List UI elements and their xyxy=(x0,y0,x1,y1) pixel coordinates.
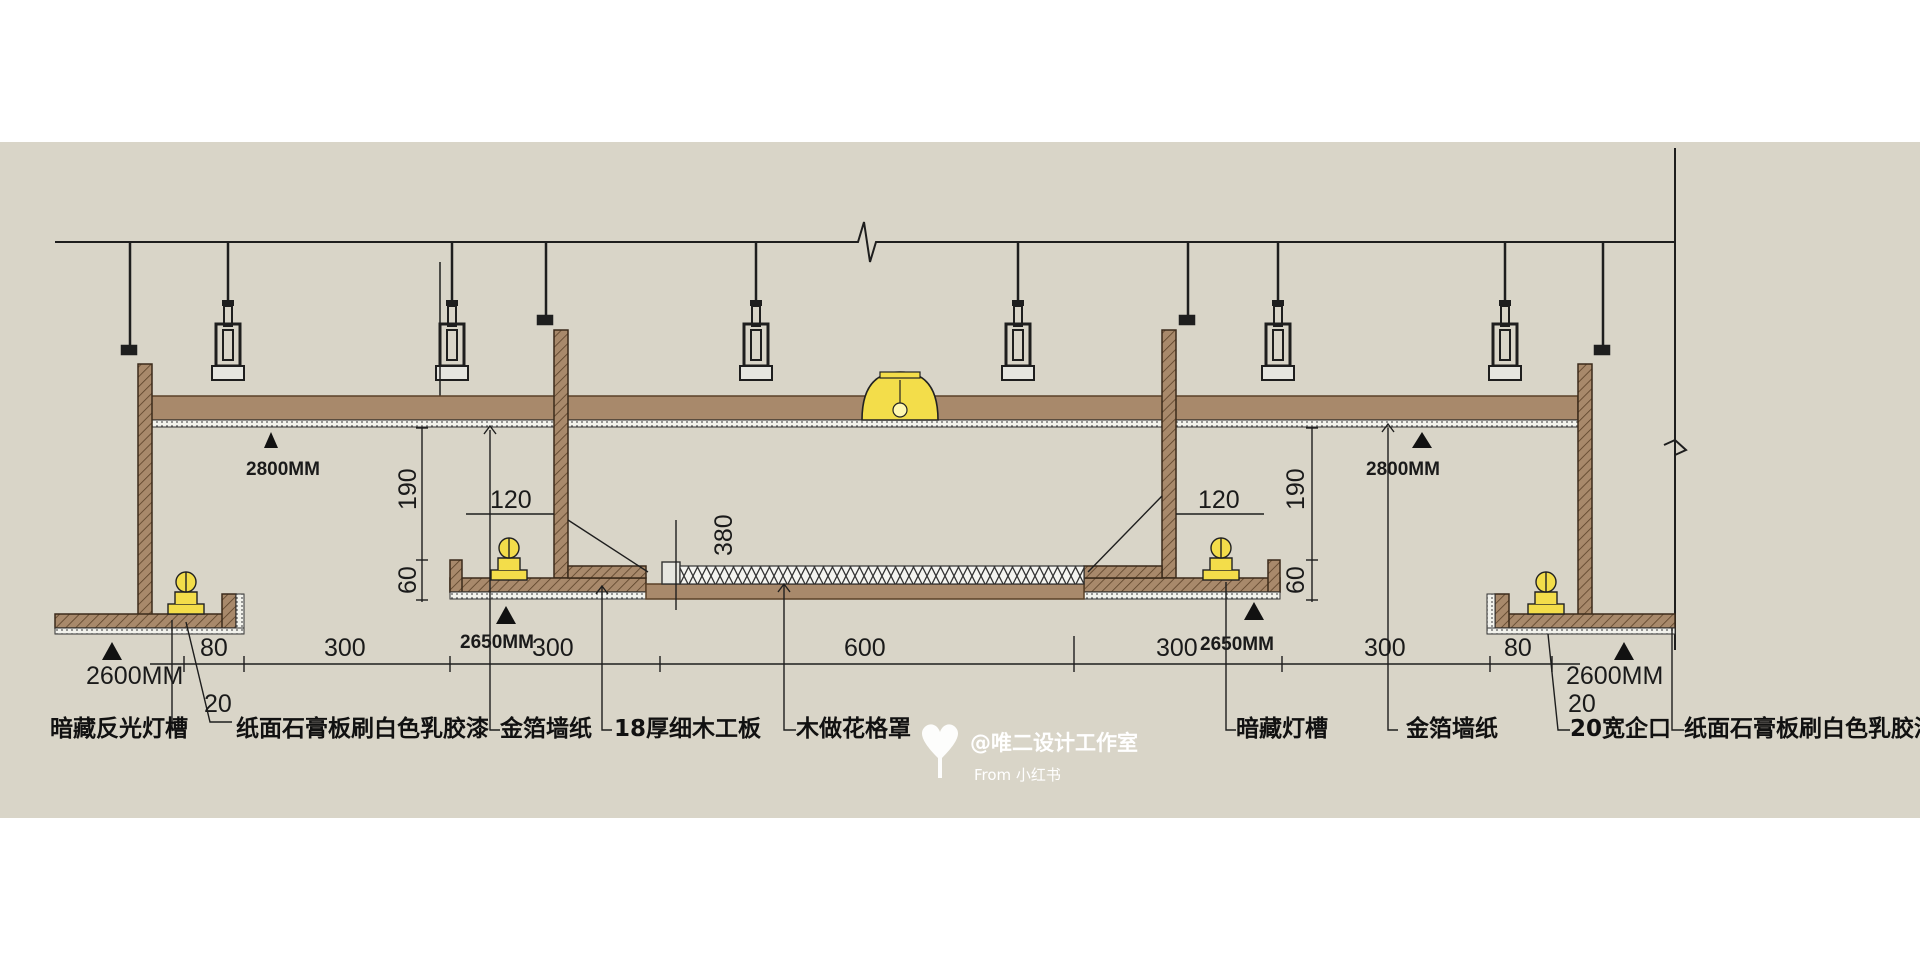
dim-left-190: 190 xyxy=(394,468,422,510)
callout-gypsum-right: 纸面石膏板刷白色乳胶漆 xyxy=(1684,715,1920,742)
dim-80-right: 80 xyxy=(1504,634,1532,662)
lattice-panel xyxy=(567,495,1163,600)
dim-center-380: 380 xyxy=(710,514,738,556)
dim-left-60: 60 xyxy=(394,566,422,594)
right-inner-drop xyxy=(1079,329,1281,600)
callout-gypsum-left: 纸面石膏板刷白色乳胶漆 xyxy=(236,715,489,742)
callout-hidden-slot: 暗藏灯槽 xyxy=(1236,715,1328,742)
slab-line xyxy=(55,148,1688,650)
callout-hidden-reflect-slot: 暗藏反光灯槽 xyxy=(50,715,188,742)
vertical-dimensions xyxy=(416,427,1318,610)
callout-notch-20: 20宽企口 xyxy=(1570,715,1671,742)
dim-300-a: 300 xyxy=(324,634,366,662)
left-inner-drop xyxy=(449,329,651,600)
watermark-source: From 小红书 xyxy=(974,766,1061,784)
watermark: @唯二设计工作室 From 小红书 xyxy=(922,724,1138,784)
dim-80-left: 80 xyxy=(200,634,228,662)
left-outer-structure xyxy=(54,363,245,635)
callout-gold-foil-left: 金箔墙纸 xyxy=(499,715,592,742)
callout-wood-lattice: 木做花格罩 xyxy=(795,715,911,742)
dome-lamp xyxy=(861,371,939,421)
dim-right-120: 120 xyxy=(1198,486,1240,514)
dim-300-d: 300 xyxy=(1364,634,1406,662)
dim-600: 600 xyxy=(844,634,886,662)
ceiling-section-drawing: 2800MM 2800MM 2650MM 2650MM 2600MM 2600M… xyxy=(0,142,1920,818)
elevation-right-ceiling: 2800MM xyxy=(1366,459,1440,480)
elevation-marks xyxy=(102,432,1634,660)
heart-logo-icon xyxy=(922,724,958,778)
dim-left-120: 120 xyxy=(490,486,532,514)
elevation-left-floor: 2600MM xyxy=(86,662,183,690)
callout-plywood-18: 18厚细木工板 xyxy=(614,715,762,742)
callout-gold-foil-right: 金箔墙纸 xyxy=(1405,715,1498,742)
watermark-brand: @唯二设计工作室 xyxy=(970,731,1138,755)
callout-leaders xyxy=(171,422,1684,731)
drawing-background xyxy=(0,142,1920,818)
elevation-left-ceiling: 2800MM xyxy=(246,459,320,480)
dim-right-60: 60 xyxy=(1282,566,1310,594)
right-outer-structure xyxy=(1486,363,1676,635)
dim-300-c: 300 xyxy=(1156,634,1198,662)
elevation-left-drop: 2650MM xyxy=(460,632,534,653)
dim-300-b: 300 xyxy=(532,634,574,662)
elevation-right-drop: 2650MM xyxy=(1200,634,1274,655)
dim-right-190: 190 xyxy=(1282,468,1310,510)
elevation-right-floor: 2600MM xyxy=(1566,662,1663,690)
horizontal-dimension-chain xyxy=(150,636,1580,672)
dim-20-right: 20 xyxy=(1568,690,1596,718)
